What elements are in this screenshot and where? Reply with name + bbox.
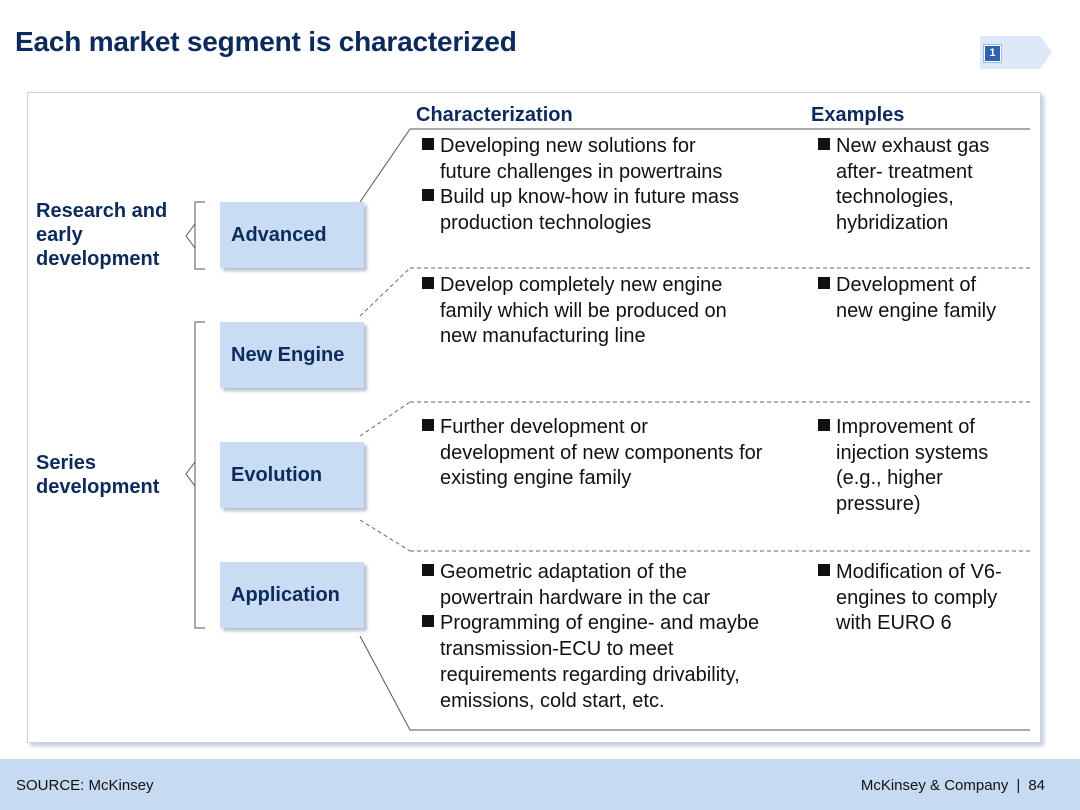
bullet-item: Programming of engine- and maybe transmi… — [420, 611, 765, 714]
tracker-arrow: 1 — [980, 36, 1052, 69]
examples-new-engine: Development of new engine family — [816, 273, 1016, 324]
characterization-advanced: Developing new solutions for future chal… — [420, 134, 750, 237]
group-label-series: Series development — [36, 452, 160, 498]
source-note: SOURCE: McKinsey — [16, 777, 154, 794]
footer-company: McKinsey & Company | 84 — [861, 777, 1045, 794]
examples-application: Modification of V6-engines to comply wit… — [816, 560, 1016, 637]
segment-box-application: Application — [220, 562, 364, 628]
bullet-item: Development of new engine family — [816, 273, 1016, 324]
segment-box-evolution: Evolution — [220, 442, 364, 508]
column-header-examples: Examples — [811, 104, 905, 126]
characterization-evolution: Further development or development of ne… — [420, 415, 765, 492]
bullet-item: Developing new solutions for future chal… — [420, 134, 750, 185]
bullet-item: Geometric adaptation of the powertrain h… — [420, 560, 765, 611]
segment-box-new-engine: New Engine — [220, 322, 364, 388]
bullet-item: Further development or development of ne… — [420, 415, 765, 492]
examples-advanced: New exhaust gas after- treatment technol… — [816, 134, 1016, 237]
content-panel — [27, 92, 1041, 743]
bullet-item: Build up know-how in future mass product… — [420, 185, 750, 236]
page-number: 84 — [1028, 777, 1045, 794]
page-title: Each market segment is characterized — [15, 26, 517, 57]
bullet-item: New exhaust gas after- treatment technol… — [816, 134, 1016, 237]
footer-separator: | — [1016, 777, 1021, 794]
bullet-item: Modification of V6-engines to comply wit… — [816, 560, 1016, 637]
bullet-item: Develop completely new engine family whi… — [420, 273, 760, 350]
group-label-research: Research and early development — [36, 200, 168, 270]
company-name: McKinsey & Company — [860, 777, 1009, 794]
bullet-item: Improvement of injection systems (e.g., … — [816, 415, 1006, 518]
characterization-new-engine: Develop completely new engine family whi… — [420, 273, 760, 350]
tracker-number: 1 — [984, 45, 1001, 62]
footer-bar: SOURCE: McKinsey McKinsey & Company | 84 — [0, 759, 1080, 810]
segment-box-advanced: Advanced — [220, 202, 364, 268]
characterization-application: Geometric adaptation of the powertrain h… — [420, 560, 765, 714]
examples-evolution: Improvement of injection systems (e.g., … — [816, 415, 1006, 518]
column-header-characterization: Characterization — [416, 104, 573, 126]
